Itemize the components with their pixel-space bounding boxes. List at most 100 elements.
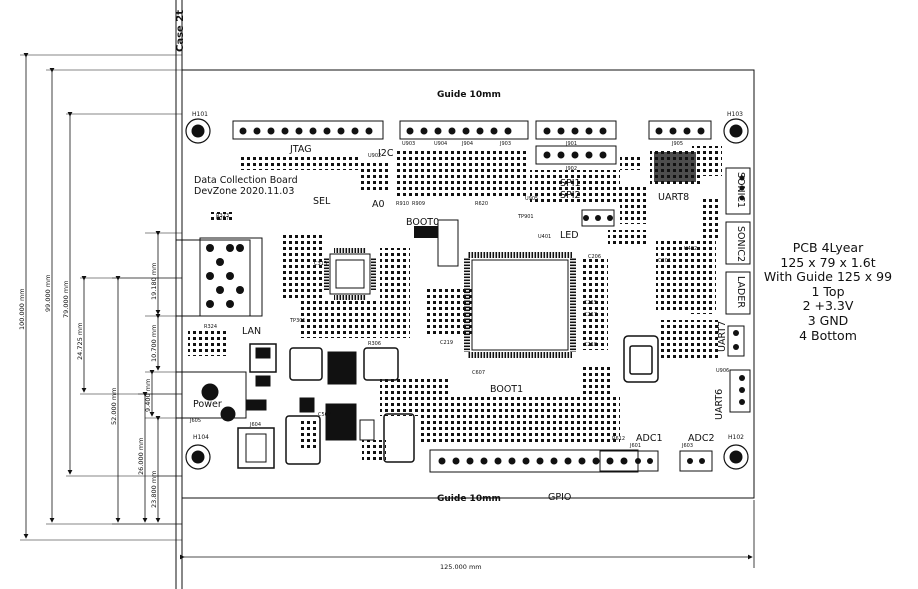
svg-text:J605: J605 [189,418,201,424]
spec-line-2: 125 x 79 x 1.6t [780,254,876,270]
hole-label-h104: H104 [193,434,209,441]
svg-text:C313: C313 [314,261,327,267]
svg-text:TP901: TP901 [517,214,534,220]
dim-height-board: 79.000 mm [62,281,70,318]
svg-text:C507: C507 [318,412,331,418]
label-lan: LAN [242,326,261,337]
svg-text:R323: R323 [216,213,229,219]
svg-text:J604: J604 [249,422,261,428]
label-lader: LADER [735,276,746,308]
label-i2c: I2C [378,148,394,159]
uart8-chip [650,148,700,186]
svg-text:R910: R910 [396,201,409,207]
case-label: Case 2t [175,10,186,52]
svg-text:R306: R306 [368,341,381,347]
hole-label-h101: H101 [192,111,208,118]
label-a0: A0 [372,199,385,210]
label-gpio: GPIO [548,492,571,503]
spec-line-7: 4 Bottom [799,327,857,343]
svg-text:TP301: TP301 [289,318,306,324]
guide-top-label: Guide 10mm [437,90,501,100]
svg-text:R612: R612 [612,436,625,442]
label-boot1: BOOT1 [490,384,523,395]
svg-text:C206: C206 [588,254,601,260]
label-spi1: SPI1 [560,178,581,189]
board-outline [181,69,755,499]
connector-pins [239,127,745,465]
svg-text:J905: J905 [671,141,683,147]
svg-text:C219: C219 [440,340,453,346]
svg-text:U906: U906 [716,368,729,374]
label-spi2: SPI2 [560,190,581,201]
svg-text:U904: U904 [434,141,447,147]
guide-bottom-label: Guide 10mm [437,494,501,504]
dim-10-700: 10.700 mm [150,325,158,362]
mounting-holes [185,118,749,470]
svg-text:J603: J603 [681,443,693,449]
label-adc1: ADC1 [636,433,663,444]
spec-line-6: 3 GND [807,312,849,328]
svg-text:U902: U902 [368,153,381,159]
svg-text:U401: U401 [538,234,551,240]
lan-jack [175,237,263,317]
electrolytic-caps [623,335,659,383]
dim-52-000: 52.000 mm [110,388,118,425]
silk-refs: J901 J902 J903 J904 J905 U902 U903 U904 … [189,141,729,449]
label-jtag: JTAG [289,144,312,155]
dim-height-outer: 100.000 mm [18,288,26,330]
label-led: LED [560,230,579,241]
spi-header [581,209,615,227]
hole-label-h102: H102 [728,434,744,441]
svg-text:J904: J904 [461,141,473,147]
svg-text:C207: C207 [216,216,229,222]
small-qfp [324,248,376,300]
label-uart8: UART8 [658,192,689,203]
case-outline [175,0,183,589]
boot0-switch [414,226,438,238]
spec-line-4: 1 Top [811,283,845,299]
dim-width: 125.000 mm [440,563,482,571]
svg-text:C215: C215 [584,300,597,306]
boot-header-outline [437,219,459,267]
svg-text:J601: J601 [629,443,641,449]
mcu-qfp [464,252,576,358]
svg-text:J901: J901 [565,141,577,147]
label-uart7: UART7 [717,321,728,352]
svg-text:C607: C607 [472,370,485,376]
svg-text:R909: R909 [412,201,425,207]
svg-text:R324: R324 [204,324,217,330]
label-adc2: ADC2 [688,433,715,444]
dim-19-180: 19.180 mm [150,263,158,300]
board-version: DevZone 2020.11.03 [194,186,294,197]
spec-line-1: PCB 4Lyear [792,240,864,255]
power-jack [175,371,275,469]
svg-text:J902: J902 [565,166,577,172]
svg-text:R620: R620 [475,201,488,207]
label-sonic1: SONIC1 [735,172,746,208]
svg-text:C218: C218 [584,342,597,348]
svg-text:U402: U402 [684,246,697,252]
board-name: Data Collection Board [194,175,298,186]
hole-label-h103: H103 [727,111,743,118]
power-components [245,343,415,465]
dim-height-guide: 99.000 mm [44,275,52,312]
svg-text:U905: U905 [525,196,538,202]
spec-line-5: 2 +3.3V [802,298,854,314]
label-boot0: BOOT0 [406,217,439,228]
label-sonic2: SONIC2 [735,226,746,262]
svg-text:C201: C201 [658,258,671,264]
label-sel: SEL [313,196,331,207]
lan-jack-pins [206,244,244,308]
dim-9-400: 9.400 mm [144,379,152,412]
pcb-spec-note: PCB 4Lyear 125 x 79 x 1.6t With Guide 12… [742,240,914,343]
label-uart6: UART6 [714,389,725,420]
dimension-lines [23,53,755,568]
svg-text:U903: U903 [402,141,415,147]
dim-23-800: 23.800 mm [150,471,158,508]
label-power: Power [193,399,222,410]
passive-clusters [188,146,722,460]
svg-text:J903: J903 [499,141,511,147]
dim-26-000: 26.000 mm [137,438,145,475]
spec-line-3: With Guide 125 x 99 [763,269,893,285]
